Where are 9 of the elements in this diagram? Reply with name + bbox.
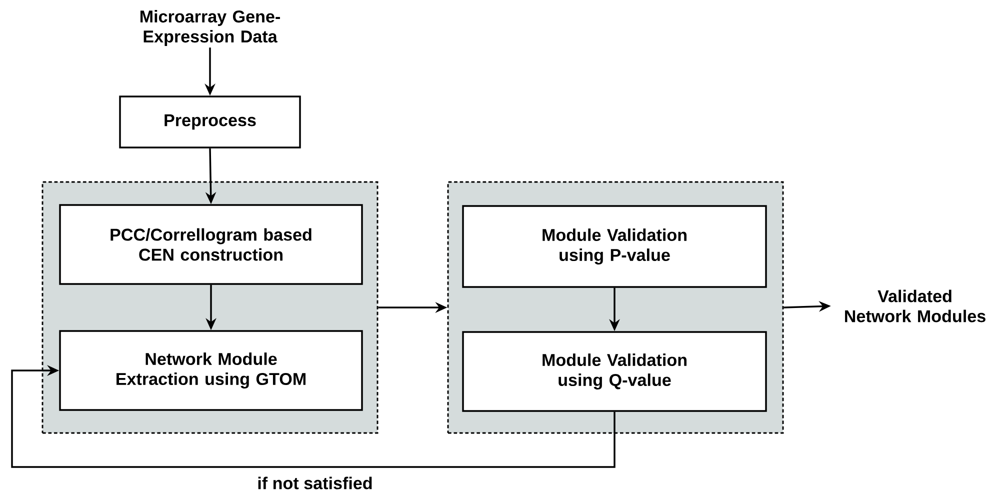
text-label: Validated Network Modules <box>845 290 986 322</box>
process-box: PCC/Correllogram based CEN construction <box>59 204 363 285</box>
arrow <box>11 365 616 468</box>
edge-label: if not satisfied <box>256 475 374 491</box>
process-box: Preprocess <box>119 96 301 148</box>
process-box: Network Module Extraction using GTOM <box>59 330 363 411</box>
process-box: Module Validation using Q-value <box>462 331 767 412</box>
process-box: Module Validation using P-value <box>462 205 767 288</box>
text-label: Microarray Gene-Expression Data <box>140 10 280 46</box>
